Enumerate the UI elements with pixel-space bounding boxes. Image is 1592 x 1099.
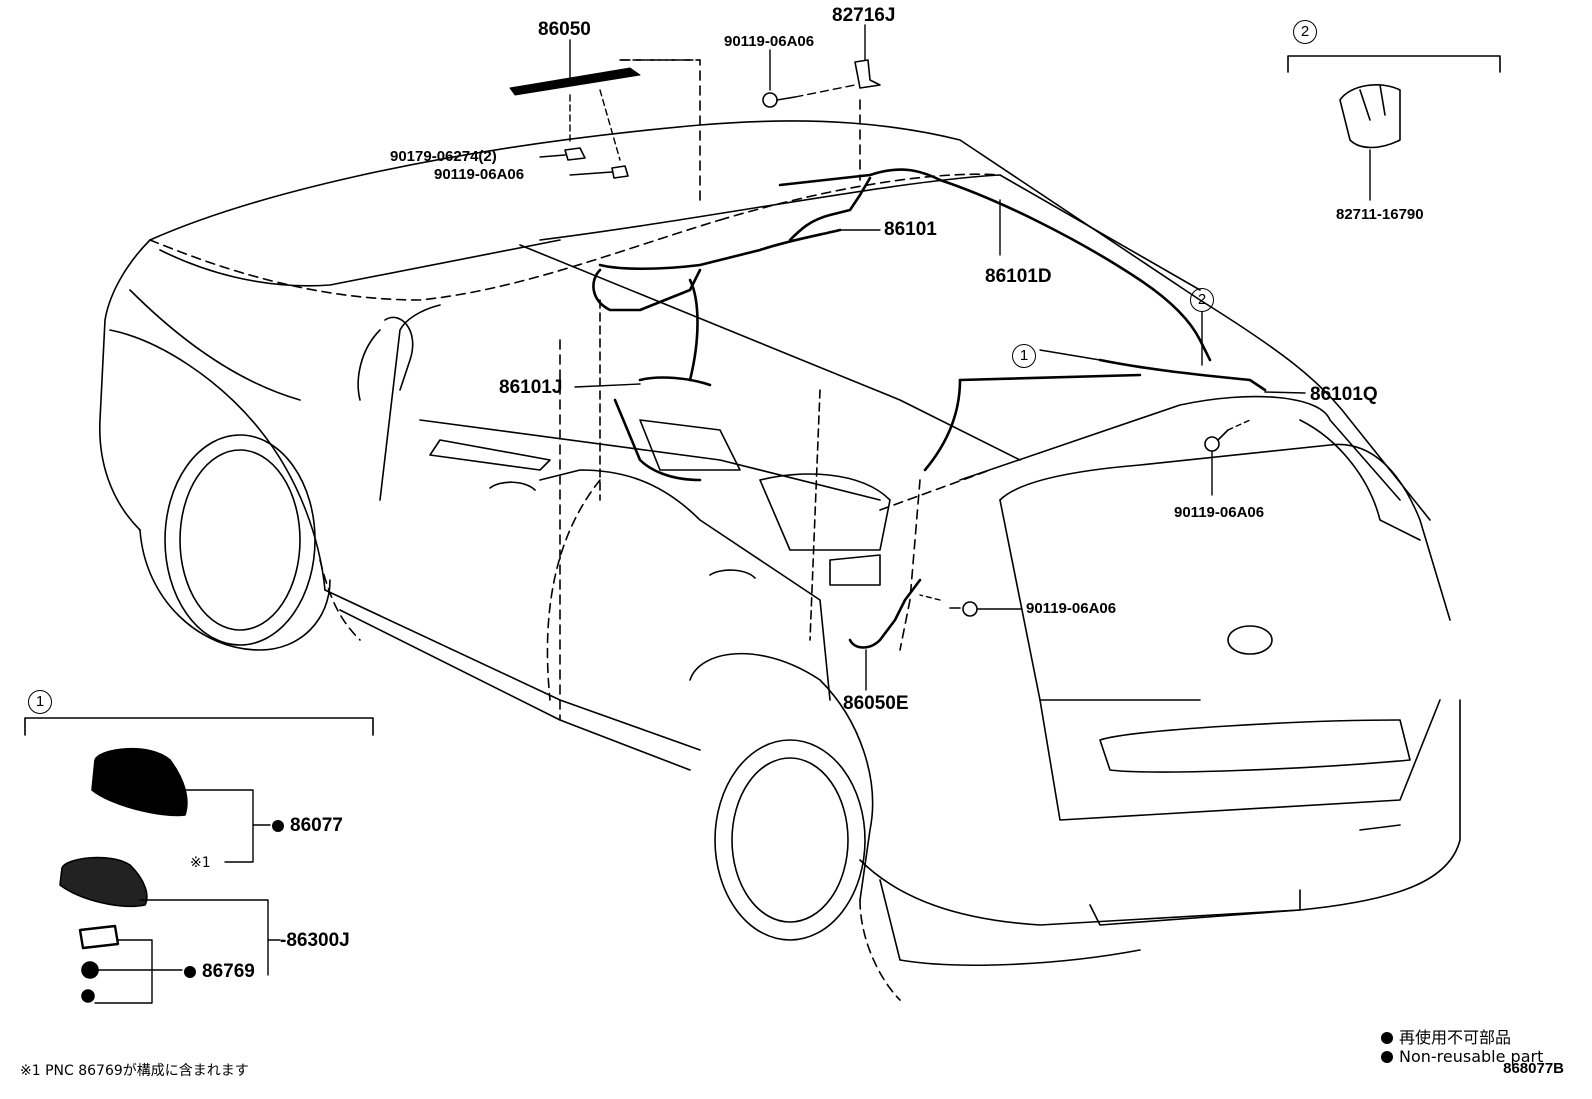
callout-1-roof: 1 bbox=[1012, 344, 1036, 368]
part-label-86077: 86077 bbox=[272, 816, 343, 835]
part-label-86050: 86050 bbox=[538, 19, 591, 40]
callout-1-detail: 1 bbox=[28, 690, 52, 714]
part-clips-90179 bbox=[564, 147, 629, 179]
part-82716J-bracket bbox=[854, 59, 881, 89]
wire-harnesses bbox=[592, 168, 1267, 649]
asterisk-note-mark: ※1 bbox=[190, 855, 211, 871]
part-label-86050E: 86050E bbox=[843, 693, 909, 714]
part-label-82711: 82711-16790 bbox=[1336, 206, 1424, 223]
non-reusable-dot bbox=[272, 820, 284, 832]
part-label-86300J: -86300J bbox=[280, 930, 350, 951]
part-label-90119-mid: 90119-06A06 bbox=[1026, 600, 1117, 617]
part-label-90179: 90179-06274(2) bbox=[390, 148, 497, 165]
hidden-lines bbox=[149, 59, 1001, 1001]
part-label-86101: 86101 bbox=[884, 219, 937, 240]
part-86769-set bbox=[78, 924, 120, 1003]
legend-en: Non-reusable part bbox=[1381, 1047, 1543, 1066]
part-82711-clip bbox=[1339, 84, 1401, 149]
part-screw-90119-right bbox=[1204, 429, 1229, 452]
vehicle-body bbox=[98, 120, 1461, 966]
part-label-86769: 86769 bbox=[184, 962, 255, 981]
part-label-86101J: 86101J bbox=[499, 377, 563, 398]
part-screw-90119-mid bbox=[949, 601, 978, 617]
part-screw-90119-top bbox=[762, 92, 796, 108]
part-86077-antenna-cover bbox=[91, 747, 188, 817]
legend-jp: 再使用不可部品 bbox=[1381, 1024, 1511, 1048]
legend-dot bbox=[1381, 1032, 1393, 1044]
part-86300J-antenna-base bbox=[59, 856, 148, 908]
callout-2-roof: 2 bbox=[1190, 288, 1214, 312]
part-label-82716J: 82716J bbox=[832, 5, 896, 26]
part-label-90119-right: 90119-06A06 bbox=[1174, 504, 1265, 521]
part-label-86101D: 86101D bbox=[985, 266, 1052, 287]
part-label-90119-top: 90119-06A06 bbox=[724, 33, 815, 50]
leader-lines bbox=[94, 24, 1371, 1004]
footnote: ※1 PNC 86769が構成に含まれます bbox=[20, 1063, 249, 1079]
callout-2-top: 2 bbox=[1293, 20, 1317, 44]
detail-brackets bbox=[24, 55, 1501, 736]
part-label-86101Q: 86101Q bbox=[1310, 384, 1378, 405]
non-reusable-dot bbox=[184, 966, 196, 978]
legend-dot bbox=[1381, 1051, 1393, 1063]
diagram-code: 868077B bbox=[1503, 1060, 1564, 1077]
part-label-90119-left: 90119-06A06 bbox=[434, 166, 525, 183]
part-86050-antenna-bar bbox=[509, 67, 641, 96]
